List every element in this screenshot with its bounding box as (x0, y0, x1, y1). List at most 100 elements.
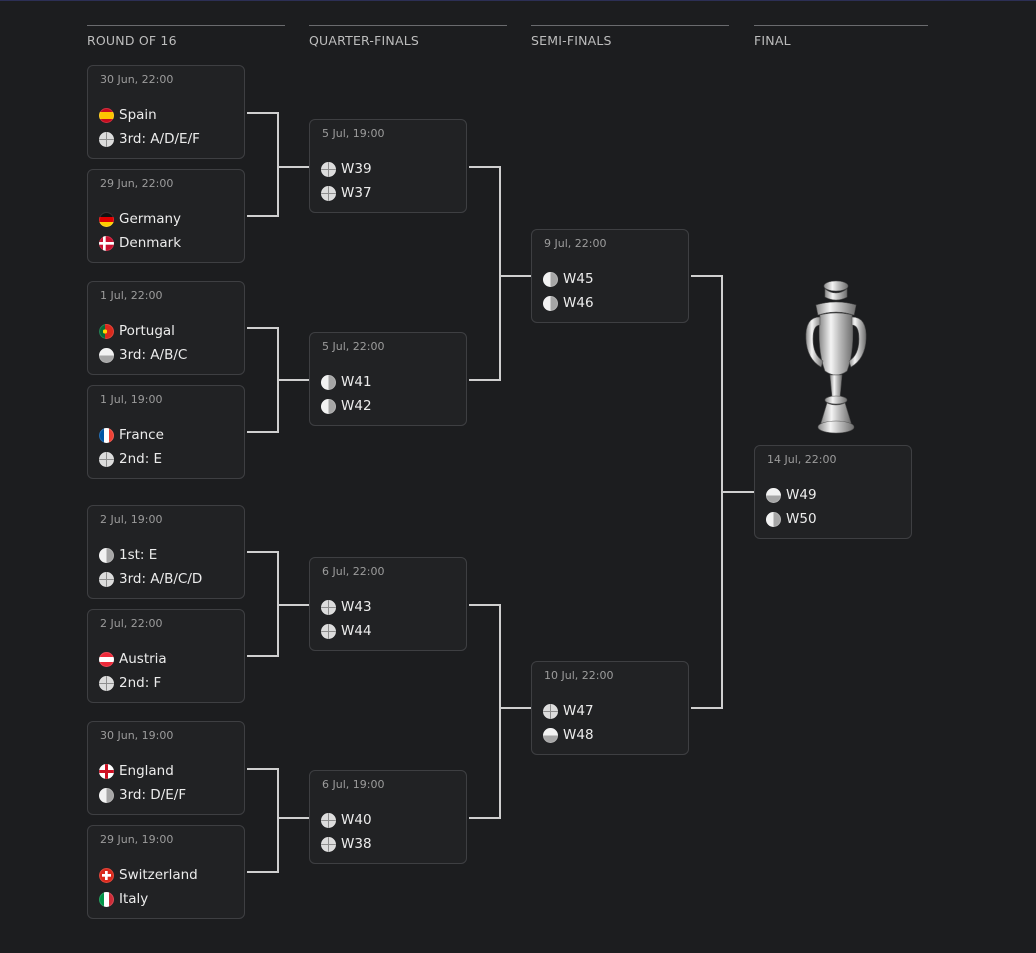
match-card-r16-3[interactable]: 1 Jul, 22:00 Portugal 3rd: A/B/C (87, 281, 245, 375)
team-row: Spain (99, 106, 157, 124)
france-flag-icon (99, 427, 114, 443)
placeholder-icon (543, 703, 558, 719)
placeholder-icon (321, 623, 336, 639)
team-row: Germany (99, 210, 181, 228)
team-row: 3rd: A/D/E/F (99, 130, 200, 148)
team-row: W42 (321, 397, 372, 415)
team-name: W40 (341, 812, 372, 828)
match-date: 30 Jun, 22:00 (100, 73, 174, 86)
placeholder-icon (766, 487, 781, 503)
match-card-r16-7[interactable]: 30 Jun, 19:00 England 3rd: D/E/F (87, 721, 245, 815)
placeholder-icon (321, 374, 336, 390)
match-card-sf-1[interactable]: 9 Jul, 22:00 W45 W46 (531, 229, 689, 323)
team-row: 2nd: F (99, 674, 161, 692)
round-divider (309, 25, 507, 26)
team-row: England (99, 762, 174, 780)
team-row: 3rd: A/B/C (99, 346, 187, 364)
placeholder-icon (99, 347, 114, 363)
team-row: 3rd: D/E/F (99, 786, 186, 804)
team-row: W41 (321, 373, 372, 391)
match-date: 2 Jul, 22:00 (100, 617, 163, 630)
match-card-sf-2[interactable]: 10 Jul, 22:00 W47 W48 (531, 661, 689, 755)
team-name: W43 (341, 599, 372, 615)
match-card-qf-1[interactable]: 5 Jul, 19:00 W39 W37 (309, 119, 467, 213)
austria-flag-icon (99, 651, 114, 667)
match-card-qf-4[interactable]: 6 Jul, 19:00 W40 W38 (309, 770, 467, 864)
spain-flag-icon (99, 107, 114, 123)
placeholder-icon (543, 727, 558, 743)
italy-flag-icon (99, 891, 114, 907)
team-row: W37 (321, 184, 372, 202)
team-name: Denmark (119, 235, 182, 251)
round-header-qf: QUARTER-FINALS (309, 0, 507, 48)
connector-sf-final (691, 275, 754, 709)
round-divider (87, 25, 285, 26)
round-header-sf: SEMI-FINALS (531, 0, 729, 48)
connector-r16-qf4 (247, 768, 309, 873)
match-date: 6 Jul, 22:00 (322, 565, 385, 578)
placeholder-icon (321, 161, 336, 177)
team-name: W48 (563, 727, 594, 743)
match-date: 6 Jul, 19:00 (322, 778, 385, 791)
match-card-final[interactable]: 14 Jul, 22:00 W49 W50 (754, 445, 912, 539)
team-name: W41 (341, 374, 372, 390)
match-card-r16-6[interactable]: 2 Jul, 22:00 Austria 2nd: F (87, 609, 245, 703)
team-name: Austria (119, 651, 167, 667)
team-name: France (119, 427, 164, 443)
match-card-qf-2[interactable]: 5 Jul, 22:00 W41 W42 (309, 332, 467, 426)
match-card-qf-3[interactable]: 6 Jul, 22:00 W43 W44 (309, 557, 467, 651)
team-name: 2nd: F (119, 675, 162, 691)
connector-qf-sf1 (469, 166, 531, 381)
england-flag-icon (99, 763, 114, 779)
switzerland-flag-icon (99, 867, 114, 883)
team-row: 1st: E (99, 546, 157, 564)
match-date: 10 Jul, 22:00 (544, 669, 614, 682)
team-name: Italy (119, 891, 149, 907)
team-row: W38 (321, 835, 372, 853)
portugal-flag-icon (99, 323, 114, 339)
team-name: England (119, 763, 174, 779)
team-row: Italy (99, 890, 148, 908)
team-row: W43 (321, 598, 372, 616)
round-label: QUARTER-FINALS (309, 33, 420, 48)
round-header-r16: ROUND OF 16 (87, 0, 285, 48)
team-row: W46 (543, 294, 594, 312)
team-name: Switzerland (119, 867, 198, 883)
placeholder-icon (321, 836, 336, 852)
team-row: W47 (543, 702, 594, 720)
placeholder-icon (321, 599, 336, 615)
placeholder-icon (543, 295, 558, 311)
round-label: ROUND OF 16 (87, 33, 177, 48)
team-row: France (99, 426, 164, 444)
match-date: 2 Jul, 19:00 (100, 513, 163, 526)
team-row: W48 (543, 726, 594, 744)
match-card-r16-5[interactable]: 2 Jul, 19:00 1st: E 3rd: A/B/C/D (87, 505, 245, 599)
team-name: 1st: E (119, 547, 158, 563)
placeholder-icon (543, 271, 558, 287)
match-card-r16-4[interactable]: 1 Jul, 19:00 France 2nd: E (87, 385, 245, 479)
round-label: FINAL (754, 33, 791, 48)
team-name: 3rd: A/B/C (119, 347, 188, 363)
match-card-r16-2[interactable]: 29 Jun, 22:00 Germany Denmark (87, 169, 245, 263)
placeholder-icon (99, 571, 114, 587)
team-name: 2nd: E (119, 451, 163, 467)
team-name: 3rd: A/B/C/D (119, 571, 203, 587)
germany-flag-icon (99, 211, 114, 227)
team-row: W44 (321, 622, 372, 640)
placeholder-icon (99, 787, 114, 803)
match-card-r16-1[interactable]: 30 Jun, 22:00 Spain 3rd: A/D/E/F (87, 65, 245, 159)
team-row: W39 (321, 160, 372, 178)
team-row: W40 (321, 811, 372, 829)
team-row: Denmark (99, 234, 181, 252)
top-border (0, 0, 1036, 1)
team-name: W42 (341, 398, 372, 414)
match-card-r16-8[interactable]: 29 Jun, 19:00 Switzerland Italy (87, 825, 245, 919)
team-row: W50 (766, 510, 817, 528)
team-name: 3rd: D/E/F (119, 787, 187, 803)
team-name: Portugal (119, 323, 175, 339)
team-name: W45 (563, 271, 594, 287)
match-date: 30 Jun, 19:00 (100, 729, 174, 742)
placeholder-icon (99, 547, 114, 563)
